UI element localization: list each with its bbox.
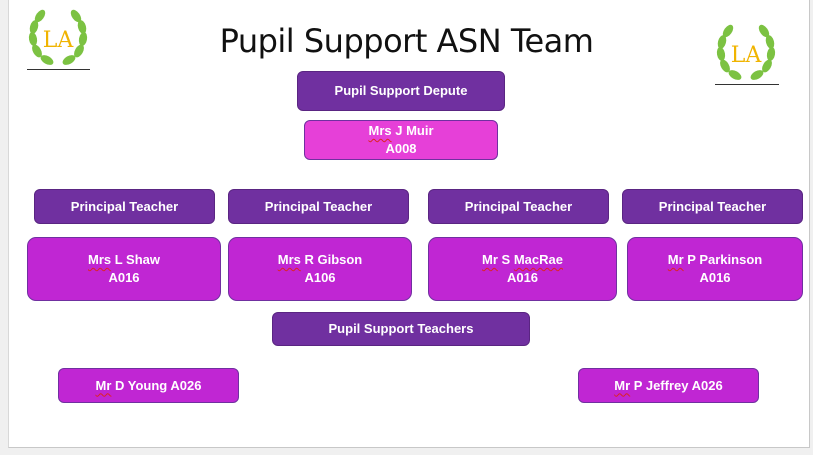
depute-name: Mrs J Muir — [368, 123, 434, 138]
principal-teacher-person-box: Mr S MacRae A016 — [428, 237, 617, 301]
principal-teacher-role-label: Principal Teacher — [264, 198, 373, 214]
depute-role-label: Pupil Support Depute — [334, 83, 468, 98]
support-teacher-person-box: Mr P Jeffrey A026 — [578, 368, 759, 403]
depute-person-box: Mrs J Muir A008 — [304, 120, 498, 160]
logo-underline-right — [715, 84, 779, 85]
principal-teacher-role-box: Principal Teacher — [622, 189, 803, 224]
support-teachers-role-box: Pupil Support Teachers — [272, 312, 530, 346]
person-name-room: Mr D Young A026 — [95, 377, 202, 393]
school-logo-right: LA — [716, 24, 776, 80]
person-room: A106 — [304, 270, 336, 285]
principal-teacher-role-label: Principal Teacher — [70, 198, 179, 214]
principal-teacher-person-box: Mrs L Shaw A016 — [27, 237, 221, 301]
principal-teacher-role-label: Principal Teacher — [658, 198, 767, 214]
person-name: Mr S MacRae — [482, 252, 563, 267]
depute-room: A008 — [385, 141, 417, 156]
principal-teacher-role-box: Principal Teacher — [228, 189, 409, 224]
person-room: A016 — [699, 270, 731, 285]
principal-teacher-role-label: Principal Teacher — [464, 198, 573, 214]
logo-letters: LA — [731, 43, 763, 68]
logo-underline-left — [27, 69, 90, 70]
principal-teacher-role-box: Principal Teacher — [34, 189, 215, 224]
page-title: Pupil Support ASN Team — [219, 22, 594, 60]
person-name: Mrs L Shaw — [87, 252, 160, 267]
school-logo-left: LA — [28, 9, 88, 65]
support-teachers-role-label: Pupil Support Teachers — [328, 321, 474, 336]
support-teacher-person-box: Mr D Young A026 — [58, 368, 239, 403]
person-name-room: Mr P Jeffrey A026 — [614, 377, 723, 393]
principal-teacher-role-box: Principal Teacher — [428, 189, 609, 224]
principal-teacher-person-box: Mr P Parkinson A016 — [627, 237, 803, 301]
principal-teacher-person-box: Mrs R Gibson A106 — [228, 237, 412, 301]
logo-letters: LA — [43, 28, 75, 53]
person-room: A016 — [108, 270, 140, 285]
depute-role-box: Pupil Support Depute — [297, 71, 505, 111]
person-name: Mrs R Gibson — [277, 252, 363, 267]
person-name: Mr P Parkinson — [667, 252, 763, 267]
person-room: A016 — [506, 270, 539, 285]
